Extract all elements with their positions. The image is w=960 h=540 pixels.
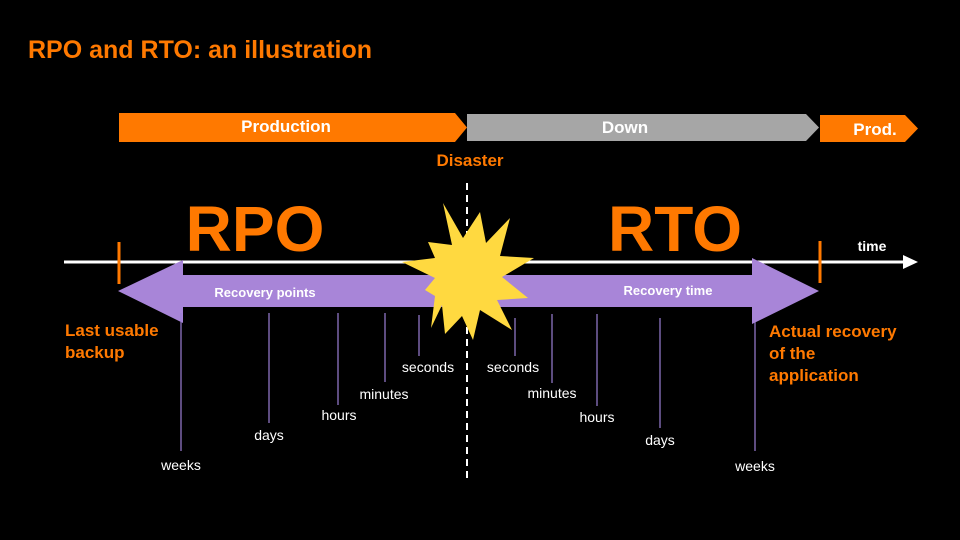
rto-arrow — [465, 258, 819, 324]
rpo-tick-label-hours: hours — [321, 407, 356, 423]
prod-phase-bar — [820, 115, 918, 142]
actual-recovery-label-line3: application — [769, 366, 859, 385]
production-phase-label: Production — [241, 117, 331, 136]
rto-arrow-label: Recovery time — [624, 283, 713, 298]
rpo-tick-label-seconds: seconds — [402, 359, 454, 375]
actual-recovery-label-line1: Actual recovery — [769, 322, 897, 341]
down-phase-label: Down — [602, 118, 648, 137]
disaster-label: Disaster — [436, 151, 503, 170]
rto-tick-label-days: days — [645, 432, 675, 448]
time-axis-label: time — [858, 238, 887, 254]
rto-tick-label-seconds: seconds — [487, 359, 539, 375]
down-phase-bar — [467, 114, 819, 141]
rto-ticks-group — [514, 314, 756, 451]
rpo-ticks-group — [180, 313, 420, 451]
rpo-arrow-label: Recovery points — [214, 285, 315, 300]
rpo-tick-label-minutes: minutes — [359, 386, 408, 402]
prod-phase-label: Prod. — [853, 120, 896, 139]
last-backup-label-line2: backup — [65, 343, 125, 362]
rto-heading: RTO — [608, 193, 742, 265]
production-phase-bar — [119, 113, 467, 142]
actual-recovery-label-line2: of the — [769, 344, 815, 363]
rpo-heading: RPO — [186, 193, 325, 265]
rpo-arrow — [118, 260, 470, 323]
rto-tick-label-minutes: minutes — [527, 385, 576, 401]
disaster-burst-icon — [402, 203, 534, 340]
page-title: RPO and RTO: an illustration — [28, 36, 373, 64]
last-backup-label-line1: Last usable — [65, 321, 159, 340]
rpo-tick-label-days: days — [254, 427, 284, 443]
rpo-tick-label-weeks: weeks — [160, 457, 201, 473]
rto-tick-label-hours: hours — [579, 409, 614, 425]
time-axis-arrowhead — [903, 255, 918, 269]
rto-tick-label-weeks: weeks — [734, 458, 775, 474]
